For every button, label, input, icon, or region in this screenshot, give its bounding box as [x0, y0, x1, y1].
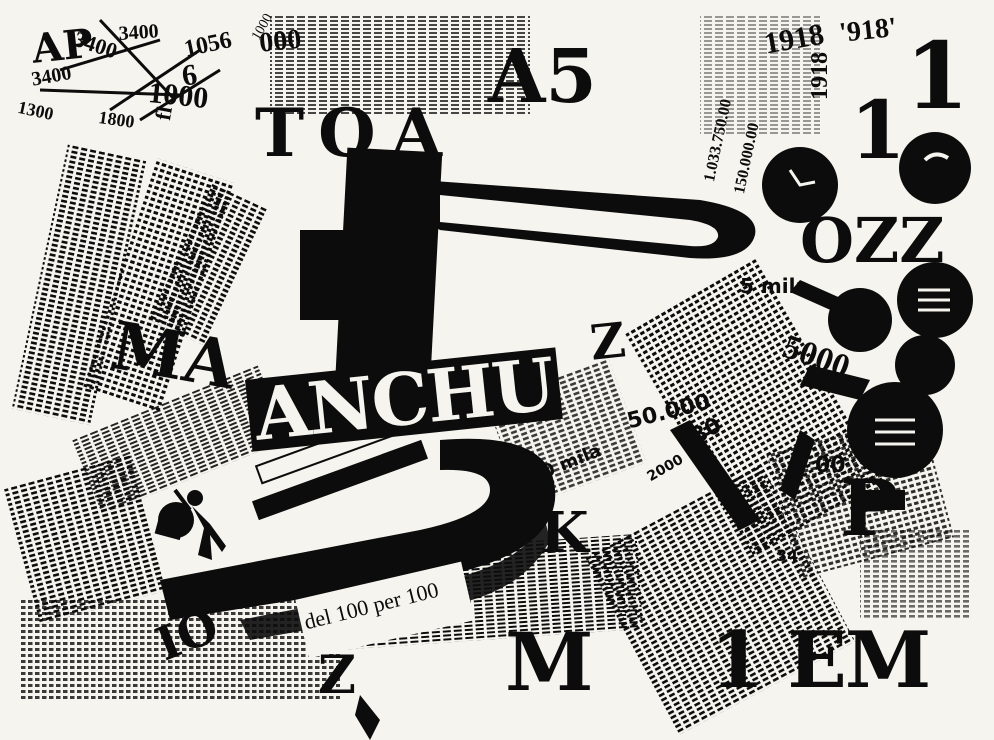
text-3400-b: 3400	[117, 20, 160, 45]
text-a5: A5	[488, 34, 597, 120]
text-1918-b: '918'	[837, 11, 899, 49]
text-z-bottom: Z	[318, 645, 356, 706]
upper-hook-shape	[300, 147, 756, 423]
text-ma: MA	[105, 306, 242, 405]
right-circles	[762, 132, 973, 510]
text-1800: 1800	[97, 107, 136, 132]
text-z-top: Z	[587, 312, 629, 372]
diagonal-strokes	[355, 280, 870, 740]
text-5-mila: 5 mila	[740, 274, 809, 298]
text-1-em: 1 EM	[710, 615, 931, 706]
text-1-b: 1	[850, 83, 906, 177]
text-ozz: OZZ	[800, 204, 945, 277]
text-k: K	[540, 500, 589, 566]
text-roa: ТОА	[255, 94, 458, 172]
dancing-figure	[154, 488, 226, 560]
text-1918-c: 1918	[807, 52, 833, 100]
text-00: 00	[815, 453, 846, 478]
text-m-bottom: M	[505, 615, 594, 709]
text-34: 34	[776, 546, 799, 565]
text-1-a: 1	[905, 22, 970, 130]
scribble-lines	[39, 18, 221, 122]
text-p: P	[840, 463, 899, 554]
